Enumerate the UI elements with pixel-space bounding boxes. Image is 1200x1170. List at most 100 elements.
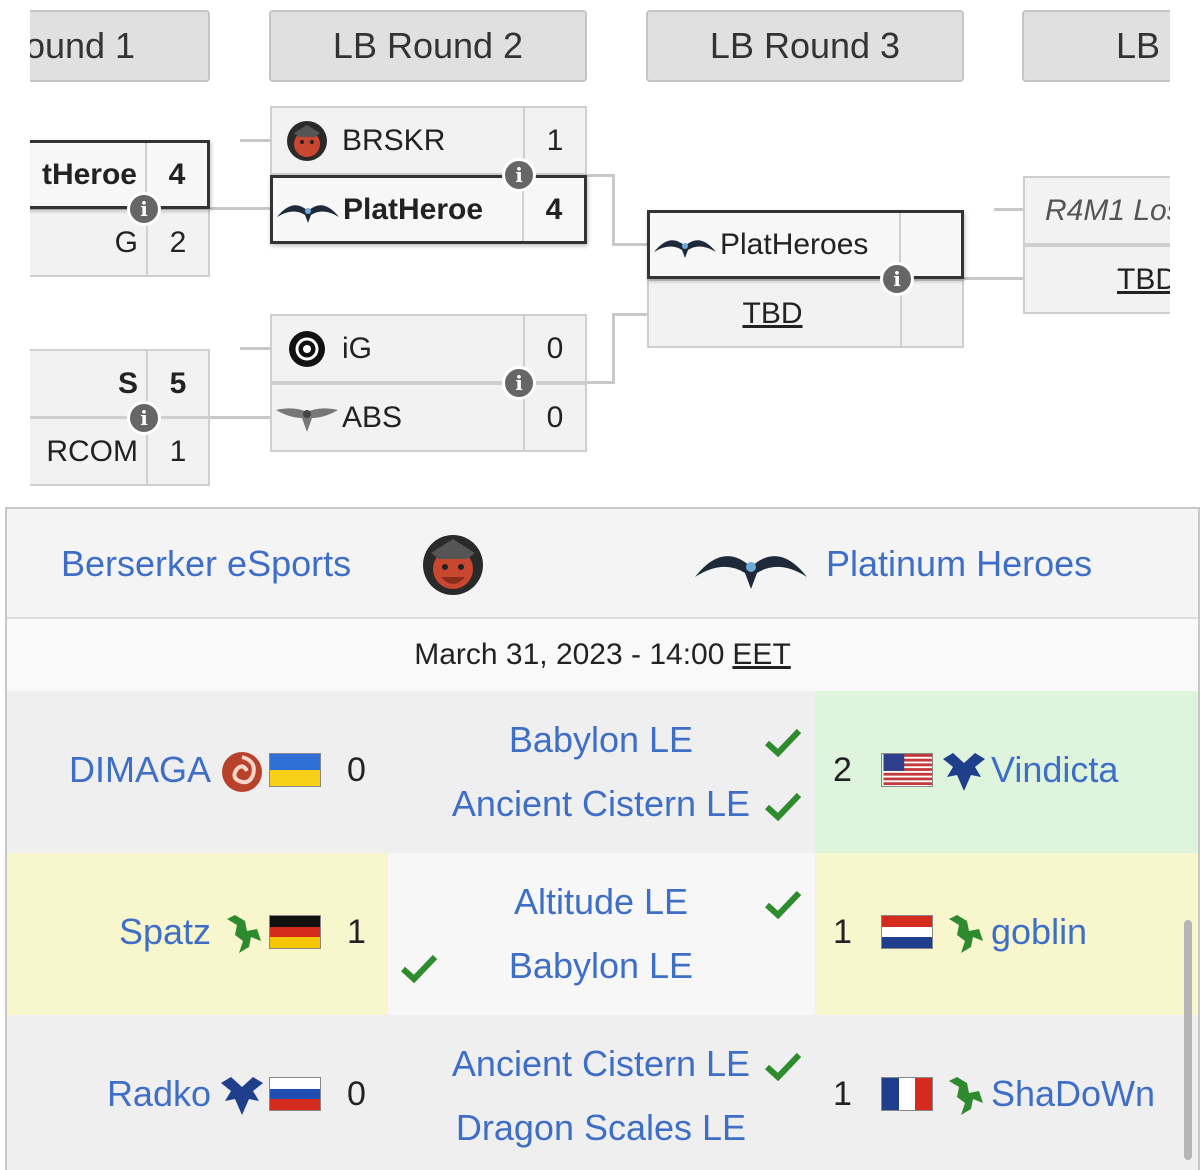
team2-link[interactable]: Platinum Heroes	[826, 543, 1093, 584]
connector-line	[612, 313, 648, 316]
protoss-race-icon	[219, 1073, 265, 1119]
player2-score: 2	[833, 751, 852, 789]
match-details-panel: Berserker eSports Platinum Heroes March …	[5, 507, 1200, 1170]
team-slot[interactable]: tHeroe 4	[30, 140, 210, 209]
player1-score: 0	[347, 751, 366, 789]
round-header-lb-4[interactable]: LB	[1022, 10, 1170, 82]
connector-line	[210, 207, 272, 210]
match-datetime: March 31, 2023 - 14:00 EET	[7, 619, 1198, 691]
game-row: Radko 0 Ancient Cistern LE Dragon Scales…	[7, 1015, 1198, 1170]
team-name: tHeroe	[41, 157, 137, 191]
player2-score: 1	[833, 913, 852, 951]
team-slot[interactable]: TBD	[647, 279, 964, 348]
team-score	[899, 213, 961, 276]
team-slot[interactable]: RCOM 1	[30, 417, 210, 486]
terran-race-icon	[221, 911, 267, 957]
team-name: iG	[342, 331, 372, 365]
team-slot[interactable]: PlatHeroe 4	[270, 175, 587, 244]
connector-line	[994, 208, 1024, 211]
team-name: BRSKR	[342, 123, 446, 157]
connector-line	[612, 313, 615, 384]
team-score: 4	[522, 178, 584, 241]
round-header-label: LB Round 3	[709, 25, 901, 66]
checkmark-icon	[400, 954, 438, 984]
team-name: R4M1 Los	[1045, 193, 1170, 227]
team-name-tbd[interactable]: TBD	[1117, 262, 1170, 296]
team-score: 0	[523, 316, 585, 381]
connector-line	[210, 416, 272, 419]
round-header-label: LB Round 2	[332, 25, 524, 66]
player2-score: 1	[833, 1075, 852, 1113]
game-row: DIMAGA 0 Babylon LE Ancient Cistern LE 2…	[7, 691, 1198, 853]
platinum-heroes-logo-icon	[273, 178, 343, 241]
player2-link[interactable]: ShaDoWn	[991, 1073, 1156, 1114]
team-slot[interactable]: G 2	[30, 208, 210, 277]
map-link[interactable]: Dragon Scales LE	[455, 1107, 747, 1148]
connector-line	[962, 277, 1024, 280]
checkmark-icon	[764, 728, 802, 758]
abs-logo-icon	[272, 385, 342, 450]
connector-line	[585, 381, 615, 384]
team-slot[interactable]: R4M1 Los	[1023, 176, 1170, 245]
team-slot[interactable]: S 5	[30, 349, 210, 418]
map-link[interactable]: Altitude LE	[513, 881, 689, 922]
player1-link[interactable]: Spatz	[118, 911, 211, 952]
timezone-abbr[interactable]: EET	[732, 638, 791, 671]
team-score: 1	[523, 108, 585, 173]
team-slot[interactable]: TBD	[1023, 245, 1170, 314]
match-date: March 31, 2023 - 14:00	[414, 638, 725, 671]
team-name: ABS	[342, 400, 403, 434]
player2-link[interactable]: Vindicta	[991, 749, 1119, 790]
team-name: G	[114, 225, 138, 259]
map-link[interactable]: Babylon LE	[508, 719, 694, 760]
ukraine-flag-icon	[269, 753, 321, 787]
team-score: 2	[146, 210, 208, 275]
team-score: 1	[146, 419, 208, 484]
map-link[interactable]: Ancient Cistern LE	[451, 783, 751, 824]
team-slot[interactable]: iG 0	[270, 314, 587, 383]
connector-line	[612, 243, 648, 246]
berserker-logo-icon	[272, 108, 342, 173]
team-slot[interactable]: PlatHeroes	[647, 210, 964, 279]
map-link[interactable]: Babylon LE	[508, 945, 694, 986]
team1-link[interactable]: Berserker eSports	[61, 543, 352, 584]
team-slot[interactable]: BRSKR 1	[270, 106, 587, 175]
france-flag-icon	[881, 1077, 933, 1111]
team-score: 0	[523, 385, 585, 450]
match-info-icon[interactable]: i	[127, 401, 161, 435]
team-name: RCOM	[46, 434, 138, 468]
connector-line	[240, 139, 270, 142]
berserker-logo-icon	[417, 531, 489, 602]
player1-link[interactable]: Radko	[106, 1073, 211, 1114]
platinum-heroes-logo-icon	[693, 539, 809, 596]
player2-cell	[815, 853, 1198, 1015]
team-score	[900, 281, 962, 346]
match-info-icon[interactable]: i	[880, 262, 914, 296]
team-slot[interactable]: ABS 0	[270, 383, 587, 452]
map-link[interactable]: Ancient Cistern LE	[451, 1043, 751, 1084]
scrollbar[interactable]	[1184, 920, 1192, 1160]
round-header-lb-2[interactable]: LB Round 2	[269, 10, 587, 82]
round-header-label: LB	[1116, 25, 1161, 66]
team-name: S	[117, 366, 138, 400]
connector-line	[612, 174, 615, 246]
player1-link[interactable]: DIMAGA	[68, 749, 211, 790]
checkmark-icon	[764, 792, 802, 822]
round-header-lb-3[interactable]: LB Round 3	[646, 10, 964, 82]
round-header-1[interactable]: ound 1	[30, 10, 210, 82]
match-info-icon[interactable]: i	[502, 366, 536, 400]
team-name: PlatHeroes	[720, 227, 869, 261]
match-info-icon[interactable]: i	[502, 158, 536, 192]
match-info-icon[interactable]: i	[127, 192, 161, 226]
player1-score: 0	[347, 1075, 366, 1113]
team-score: 4	[145, 143, 207, 206]
player2-link[interactable]: goblin	[991, 911, 1088, 952]
team-score: 5	[146, 351, 208, 416]
ig-logo-icon	[272, 316, 342, 381]
player1-score: 1	[347, 913, 366, 951]
usa-flag-icon	[881, 753, 933, 787]
team-name-tbd[interactable]: TBD	[742, 296, 803, 330]
terran-race-icon	[943, 911, 989, 957]
winner-cell	[815, 691, 1198, 853]
terran-race-icon	[943, 1073, 989, 1119]
